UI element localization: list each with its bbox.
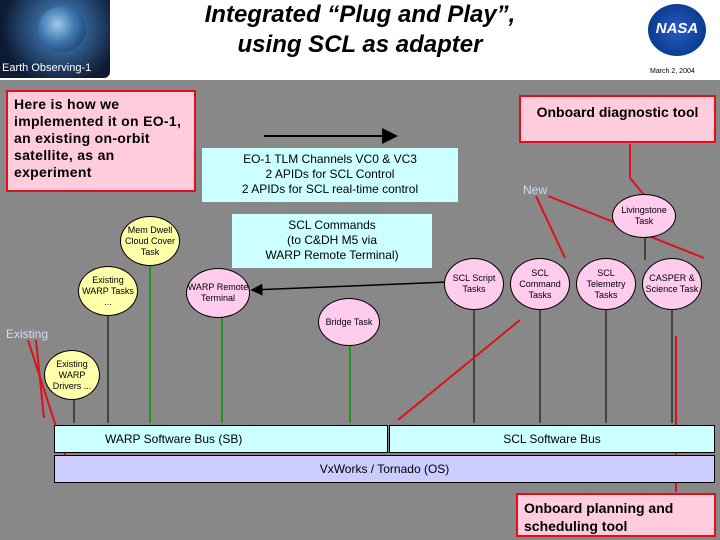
logo-label: Earth Observing-1: [2, 62, 92, 74]
planning-tool-note: Onboard planning and scheduling tool: [516, 493, 716, 537]
slide-date: March 2, 2004: [650, 68, 695, 75]
scl-software-bus: SCL Software Bus: [389, 425, 715, 453]
tlm-line-3: 2 APIDs for SCL real-time control: [241, 182, 419, 196]
existing-warp-drivers: Existing WARP Drivers ...: [44, 350, 100, 400]
livingstone-task: Livingstone Task: [612, 194, 676, 238]
tlm-line-1: EO-1 TLM Channels VC0 & VC3: [243, 152, 417, 166]
left-note: Here is how we implemented it on EO-1, a…: [6, 90, 196, 192]
title-line-2: using SCL as adapter: [237, 31, 483, 58]
slide-header: [0, 0, 720, 80]
scl-script-tasks: SCL Script Tasks: [444, 258, 504, 310]
new-label: New: [523, 183, 548, 197]
eo1-logo: [0, 0, 110, 78]
title-line-1: Integrated “Plug and Play”,: [204, 1, 516, 28]
os-layer: VxWorks / Tornado (OS): [54, 455, 715, 483]
earth-globe-icon: [38, 6, 86, 52]
slide-title: Integrated “Plug and Play”, using SCL as…: [140, 0, 580, 60]
scl-commands-box: SCL Commands (to C&DH M5 via WARP Remote…: [232, 214, 432, 268]
warp-software-bus: WARP Software Bus (SB): [54, 425, 388, 453]
cmd-line-2: (to C&DH M5 via: [286, 233, 378, 247]
nasa-logo-text: NASA: [655, 20, 699, 37]
casper-science-task: CASPER & Science Task: [642, 258, 702, 310]
cmd-line-3: WARP Remote Terminal): [265, 248, 399, 262]
scl-telemetry-tasks: SCL Telemetry Tasks: [576, 258, 636, 310]
warp-remote-terminal-task: WARP Remote Terminal: [186, 268, 250, 318]
bridge-task: Bridge Task: [318, 298, 380, 346]
cmd-line-1: SCL Commands: [288, 218, 376, 232]
scl-command-tasks: SCL Command Tasks: [510, 258, 570, 310]
tlm-channels-box: EO-1 TLM Channels VC0 & VC3 2 APIDs for …: [202, 148, 458, 202]
existing-label: Existing: [6, 327, 49, 341]
nasa-logo: [648, 4, 706, 56]
tlm-line-2: 2 APIDs for SCL Control: [265, 167, 395, 181]
mem-dwell-task: Mem Dwell Cloud Cover Task: [120, 216, 180, 266]
diagnostic-tool-note: Onboard diagnostic tool: [519, 95, 716, 143]
existing-warp-tasks: Existing WARP Tasks ...: [78, 266, 138, 316]
